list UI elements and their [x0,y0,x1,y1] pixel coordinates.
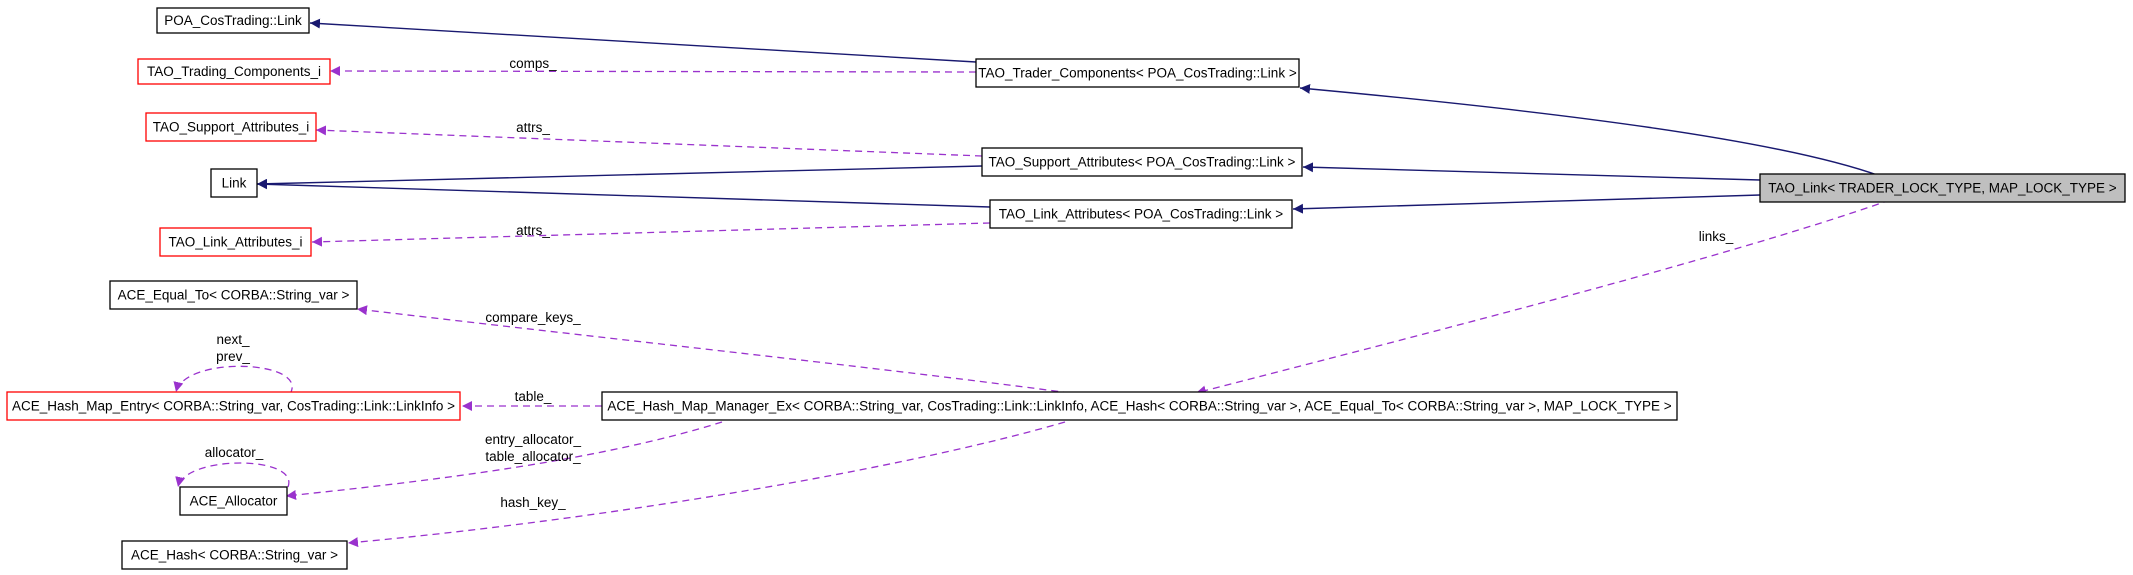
node-ace-hash-label: ACE_Hash< CORBA::String_var > [131,548,338,563]
edge-label-next: next_ [216,332,250,347]
node-ace-equal-to[interactable]: ACE_Equal_To< CORBA::String_var > [109,280,358,310]
edge-label-attrs-link: attrs_ [516,223,550,238]
node-tao-support-attributes-label: TAO_Support_Attributes< POA_CosTrading::… [989,155,1296,170]
node-ace-hash-map-entry[interactable]: ACE_Hash_Map_Entry< CORBA::String_var, C… [6,391,461,421]
node-tao-link-attributes[interactable]: TAO_Link_Attributes< POA_CosTrading::Lin… [989,199,1293,229]
edge-label-links: links_ [1699,229,1734,244]
edge-label-attrs-support: attrs_ [516,120,550,135]
edge-label-compare-keys: compare_keys_ [485,310,581,325]
node-ace-hash-map-manager-ex[interactable]: ACE_Hash_Map_Manager_Ex< CORBA::String_v… [601,391,1678,421]
node-tao-link-label: TAO_Link< TRADER_LOCK_TYPE, MAP_LOCK_TYP… [1768,181,2116,196]
edge-allocator-self-loop [175,462,290,488]
node-ace-allocator-label: ACE_Allocator [190,494,278,509]
node-ace-allocator[interactable]: ACE_Allocator [179,486,288,516]
edge-tao-link-to-trader-components [1299,83,1881,177]
node-tao-support-attributes-i[interactable]: TAO_Support_Attributes_i [145,112,317,142]
node-ace-hash-map-manager-ex-label: ACE_Hash_Map_Manager_Ex< CORBA::String_v… [607,399,1671,414]
edge-label-table-allocator: table_allocator_ [485,449,581,464]
node-tao-link[interactable]: TAO_Link< TRADER_LOCK_TYPE, MAP_LOCK_TYP… [1759,173,2126,203]
edge-label-table: table_ [515,389,552,404]
node-ace-equal-to-label: ACE_Equal_To< CORBA::String_var > [118,288,350,303]
edge-tao-link-to-link-attributes [1292,194,1761,214]
inheritance-edges [256,18,1881,214]
node-link-label: Link [222,176,247,191]
edge-attrs-link [311,222,991,247]
edge-next-prev-self-loop [173,365,293,395]
node-tao-support-attributes-i-label: TAO_Support_Attributes_i [153,120,310,135]
node-tao-link-attributes-label: TAO_Link_Attributes< POA_CosTrading::Lin… [999,207,1284,222]
edge-trader-components-to-poa-link [309,18,977,63]
usage-edges [173,66,1891,548]
node-poa-link-label: POA_CosTrading::Link [164,13,302,28]
edge-label-entry-allocator: entry_allocator_ [485,432,582,447]
edge-label-comps: comps_ [509,56,557,71]
node-tao-trading-components-i[interactable]: TAO_Trading_Components_i [137,58,331,85]
edge-labels: comps_ attrs_ attrs_ links_ compare_keys… [205,56,1734,510]
node-tao-trading-components-i-label: TAO_Trading_Components_i [147,64,321,79]
edge-label-hash-key: hash_key_ [500,495,566,510]
node-poa-link[interactable]: POA_CosTrading::Link [156,7,310,34]
nodes: POA_CosTrading::Link TAO_Trading_Compone… [6,7,2126,570]
node-tao-support-attributes[interactable]: TAO_Support_Attributes< POA_CosTrading::… [981,147,1303,177]
edge-comps [329,66,977,77]
node-tao-trader-components-label: TAO_Trader_Components< POA_CosTrading::L… [978,66,1297,81]
edge-tao-link-to-support-attributes [1302,162,1761,181]
edge-support-attributes-to-link [256,165,983,189]
edge-label-prev: prev_ [216,349,250,364]
node-tao-link-attributes-i[interactable]: TAO_Link_Attributes_i [159,227,312,257]
node-tao-trader-components[interactable]: TAO_Trader_Components< POA_CosTrading::L… [975,58,1300,88]
node-ace-hash-map-entry-label: ACE_Hash_Map_Entry< CORBA::String_var, C… [12,399,455,414]
edge-compare-keys [356,305,1071,394]
edge-label-allocator: allocator_ [205,445,264,460]
node-link[interactable]: Link [210,168,258,198]
node-tao-link-attributes-i-label: TAO_Link_Attributes_i [168,235,302,250]
edge-entry-table-allocator [285,421,723,500]
edge-attrs-support [315,125,983,157]
edge-links [1195,199,1891,396]
edge-link-attributes-to-link [256,179,991,208]
edge-hash-key [347,421,1066,548]
node-ace-hash[interactable]: ACE_Hash< CORBA::String_var > [121,540,348,570]
